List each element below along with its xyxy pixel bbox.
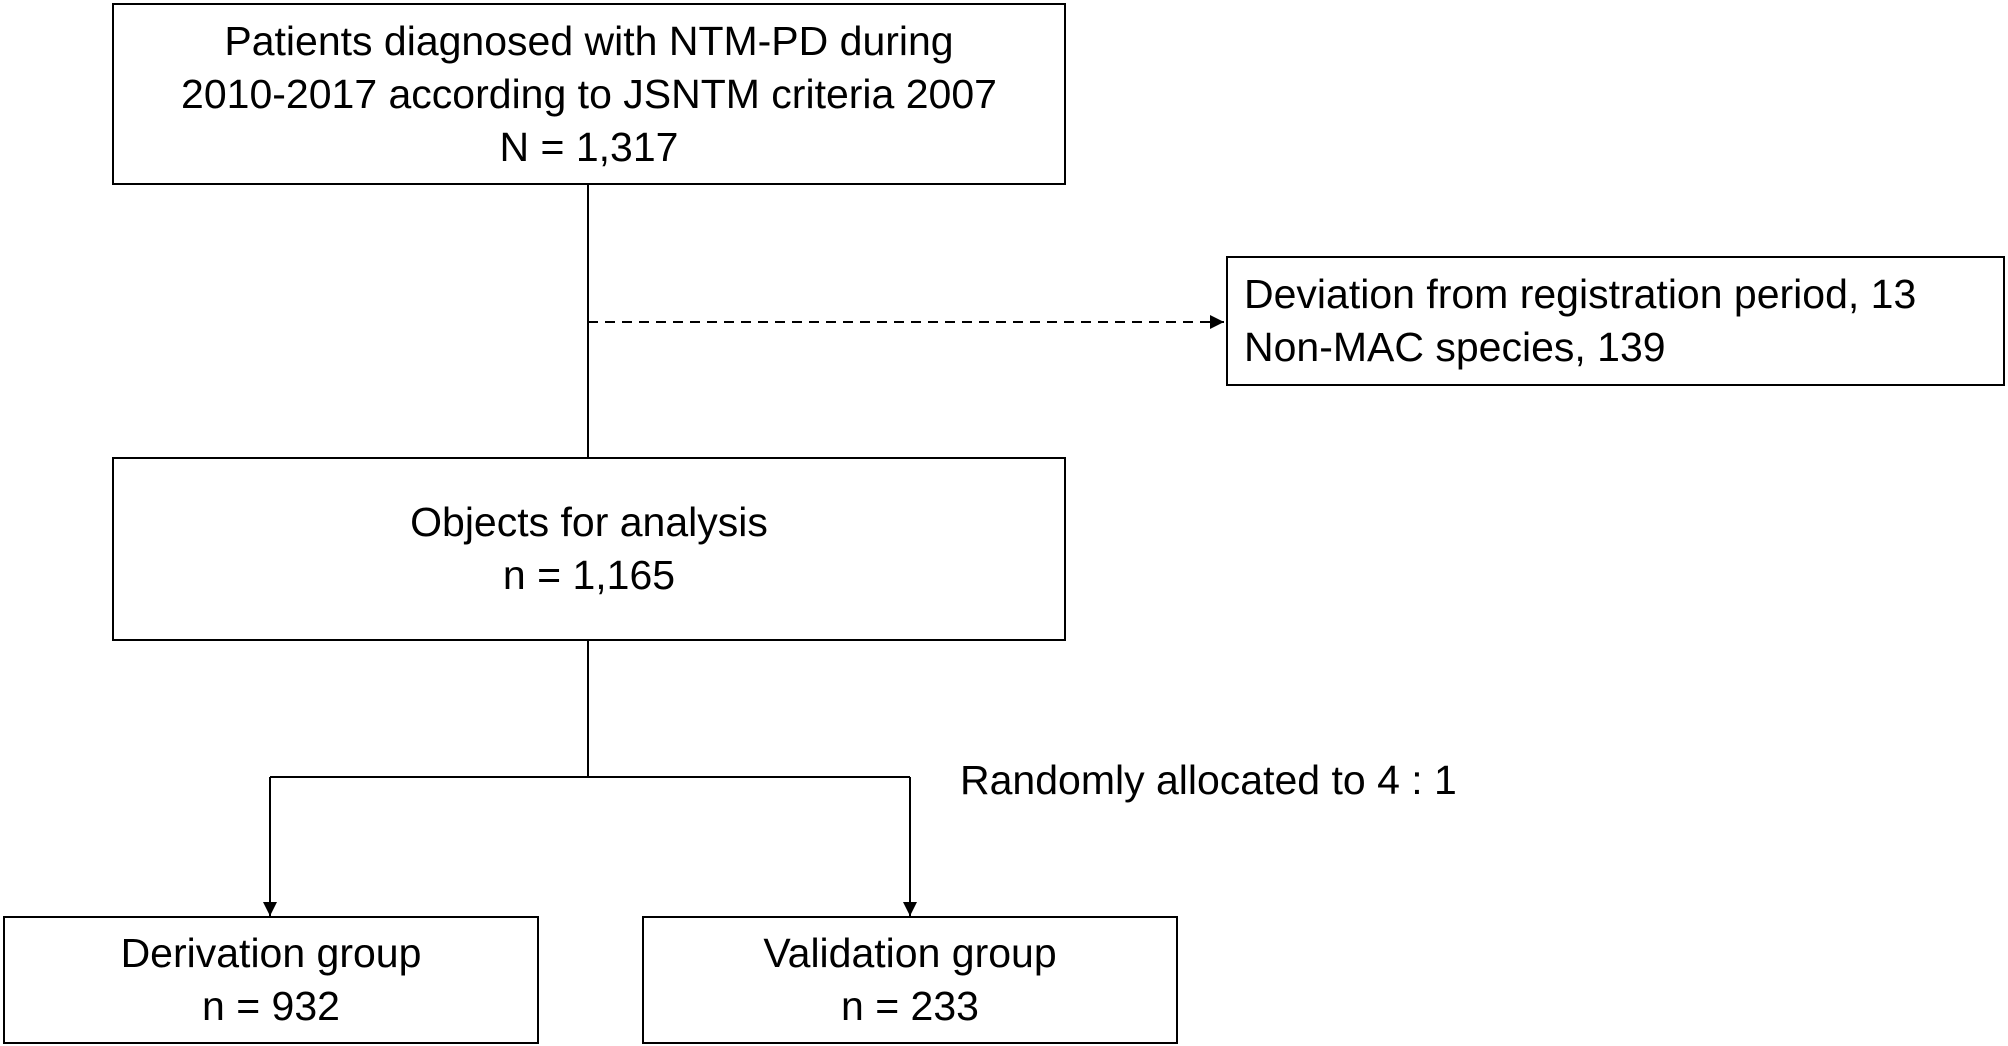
derivation-box-count: n = 932	[202, 983, 340, 1029]
validation-box-title: Validation group	[763, 930, 1057, 976]
screened-box-line-2: 2010-2017 according to JSNTM criteria 20…	[181, 70, 997, 117]
derivation-box-title: Derivation group	[120, 930, 422, 976]
screened-box-line-1: Patients diagnosed with NTM-PD during	[224, 17, 954, 64]
excluded-reason-non-mac-species: Non-MAC species, 139	[1244, 324, 1666, 370]
validation-group-box: Validation group n = 233	[642, 916, 1178, 1044]
derivation-group-box: Derivation group n = 932	[3, 916, 539, 1044]
screened-box-count: N = 1,317	[499, 123, 679, 170]
analysis-box-title: Objects for analysis	[410, 499, 768, 545]
excluded-patients-box: Deviation from registration period, 13 N…	[1226, 256, 2005, 386]
analysis-objects-box: Objects for analysis n = 1,165	[112, 457, 1066, 641]
analysis-box-count: n = 1,165	[502, 552, 676, 598]
screened-patients-box: Patients diagnosed with NTM-PD during 20…	[112, 3, 1066, 185]
validation-box-count: n = 233	[841, 983, 979, 1029]
allocation-ratio-label: Randomly allocated to 4 : 1	[960, 757, 1457, 803]
excluded-reason-registration-period: Deviation from registration period, 13	[1244, 271, 1917, 317]
